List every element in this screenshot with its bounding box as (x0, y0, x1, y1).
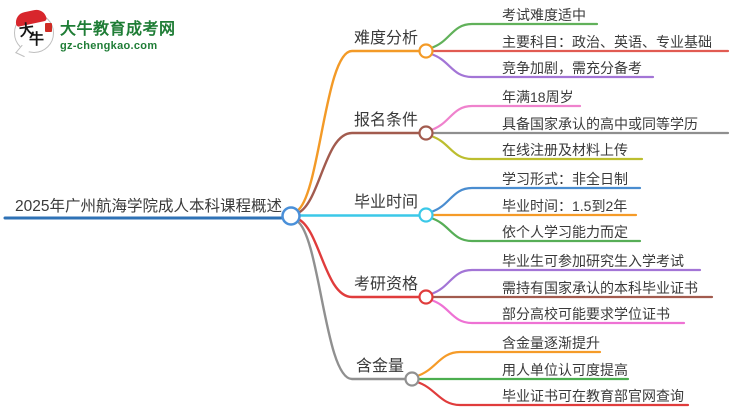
leaf-study-format[interactable]: 学习形式：非全日制 (502, 171, 628, 187)
leaf-graduation-period[interactable]: 毕业时间：1.5到2年 (502, 198, 628, 214)
edge-root-to-value (295, 219, 408, 381)
root-node-circle[interactable] (281, 206, 301, 226)
leaf-education-level[interactable]: 具备国家承认的高中或同等学历 (502, 116, 698, 132)
edge-root-to-requirements (296, 131, 422, 215)
edge-difficulty-child-3 (429, 52, 655, 79)
leaf-employer-recognition[interactable]: 用人单位认可度提高 (502, 362, 628, 378)
leaf-degree-certificate[interactable]: 部分高校可能要求学位证书 (502, 306, 670, 322)
logo-badge-char-bottom: 牛 (29, 32, 45, 48)
edge-root-to-difficulty (295, 49, 422, 213)
branch-topic-postgrad[interactable]: 考研资格 (353, 276, 418, 293)
leaf-exam-difficulty[interactable]: 考试难度适中 (502, 7, 586, 23)
value-node-circle[interactable] (404, 371, 420, 387)
leaf-main-subjects[interactable]: 主要科目：政治、英语、专业基础 (502, 34, 712, 50)
logo-badge-icon: 大 牛 (13, 7, 54, 58)
branch-topic-difficulty[interactable]: 难度分析 (353, 30, 418, 47)
edge-value-child-3 (415, 380, 690, 407)
site-logo[interactable]: 大 牛 大牛教育成考网 gz-chengkao.com (13, 7, 176, 58)
postgrad-node-circle[interactable] (418, 289, 434, 305)
leaf-value-rising[interactable]: 含金量逐渐提升 (502, 335, 600, 351)
edge-difficulty-child-1 (429, 22, 599, 50)
edge-root-to-postgrad (296, 217, 422, 299)
graduation-node-circle[interactable] (418, 207, 434, 223)
leaf-personal-ability[interactable]: 依个人学习能力而定 (502, 224, 628, 240)
edge-postgrad-child-3 (429, 298, 686, 325)
edge-graduation-child-3 (429, 216, 642, 243)
leaf-competition[interactable]: 竞争加剧，需充分备考 (502, 60, 642, 76)
requirements-node-circle[interactable] (418, 125, 434, 141)
logo-seal-icon (45, 23, 52, 32)
edge-requirements-child-3 (429, 134, 644, 161)
leaf-age-requirement[interactable]: 年满18周岁 (502, 89, 574, 105)
leaf-postgrad-exam[interactable]: 毕业生可参加研究生入学考试 (502, 253, 684, 269)
root-topic[interactable]: 2025年广州航海学院成人本科课程概述 (15, 198, 282, 215)
leaf-moe-verification[interactable]: 毕业证书可在教育部官网查询 (502, 388, 684, 404)
branch-topic-requirements[interactable]: 报名条件 (353, 112, 418, 129)
edge-requirements-child-1 (429, 104, 582, 132)
edge-graduation-child-1 (429, 186, 642, 214)
difficulty-node-circle[interactable] (418, 43, 434, 59)
logo-domain: gz-chengkao.com (60, 40, 158, 52)
edge-postgrad-child-1 (429, 268, 702, 296)
branch-topic-graduation[interactable]: 毕业时间 (353, 194, 418, 211)
leaf-online-register[interactable]: 在线注册及材料上传 (502, 142, 628, 158)
edge-value-child-1 (415, 350, 602, 378)
logo-title: 大牛教育成考网 (60, 21, 176, 38)
branch-topic-value[interactable]: 含金量 (355, 358, 404, 375)
leaf-bachelor-diploma[interactable]: 需持有国家承认的本科毕业证书 (502, 280, 698, 296)
